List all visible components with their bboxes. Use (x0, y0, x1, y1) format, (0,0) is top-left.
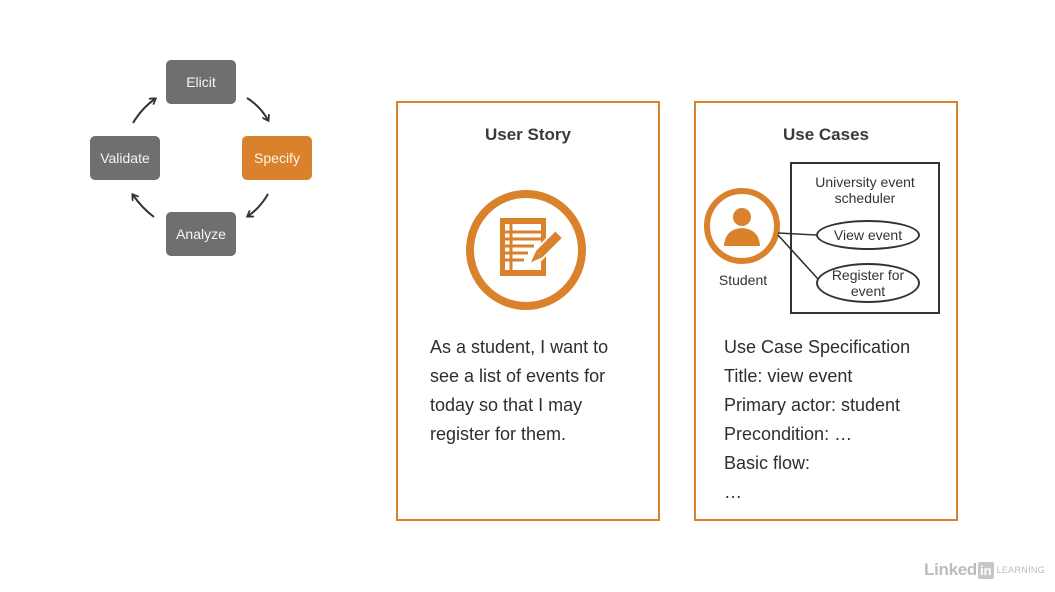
actor-label: Student (718, 272, 768, 288)
use-case-register-event: Register for event (816, 263, 920, 303)
use-case-view-event: View event (816, 220, 920, 250)
cycle-step-analyze: Analyze (166, 212, 236, 256)
arrow-elicit-to-specify (246, 97, 268, 120)
cycle-step-elicit: Elicit (166, 60, 236, 104)
use-case-connectors (704, 188, 819, 280)
use-cases-title: Use Cases (782, 125, 869, 144)
spec-basic-flow: Basic flow: (724, 453, 811, 473)
arrow-validate-to-elicit (132, 99, 155, 124)
user-story-title: User Story (485, 125, 571, 144)
spec-precondition: Precondition: … (724, 424, 853, 444)
spec-heading: Use Case Specification (724, 337, 911, 357)
user-story-text: As a student, I want to see a list of ev… (430, 337, 609, 444)
logo-in: in (978, 561, 994, 579)
system-label: University event scheduler (815, 174, 915, 206)
linkedin-learning-logo: Linked in LEARNING (924, 560, 1045, 580)
note-pencil-icon (466, 190, 586, 310)
arrow-analyze-to-validate (133, 195, 155, 218)
logo-linked: Linked (924, 560, 978, 579)
spec-ellipsis: … (724, 482, 742, 502)
cycle-step-specify: Specify (242, 136, 312, 180)
spec-actor: Primary actor: student (724, 395, 901, 415)
user-story-card: User Story As a student, I want to see a… (396, 101, 660, 521)
arrow-specify-to-analyze (248, 193, 269, 216)
system-boundary: University event scheduler (790, 162, 940, 314)
cycle-step-validate: Validate (90, 136, 160, 180)
logo-learning: LEARNING (996, 565, 1045, 575)
spec-title: Title: view event (724, 366, 853, 386)
use-case-spec: Use Case Specification Title: view event… (724, 333, 938, 507)
use-cases-card: Use Cases University event scheduler Vie… (694, 101, 958, 521)
person-icon (724, 208, 760, 246)
